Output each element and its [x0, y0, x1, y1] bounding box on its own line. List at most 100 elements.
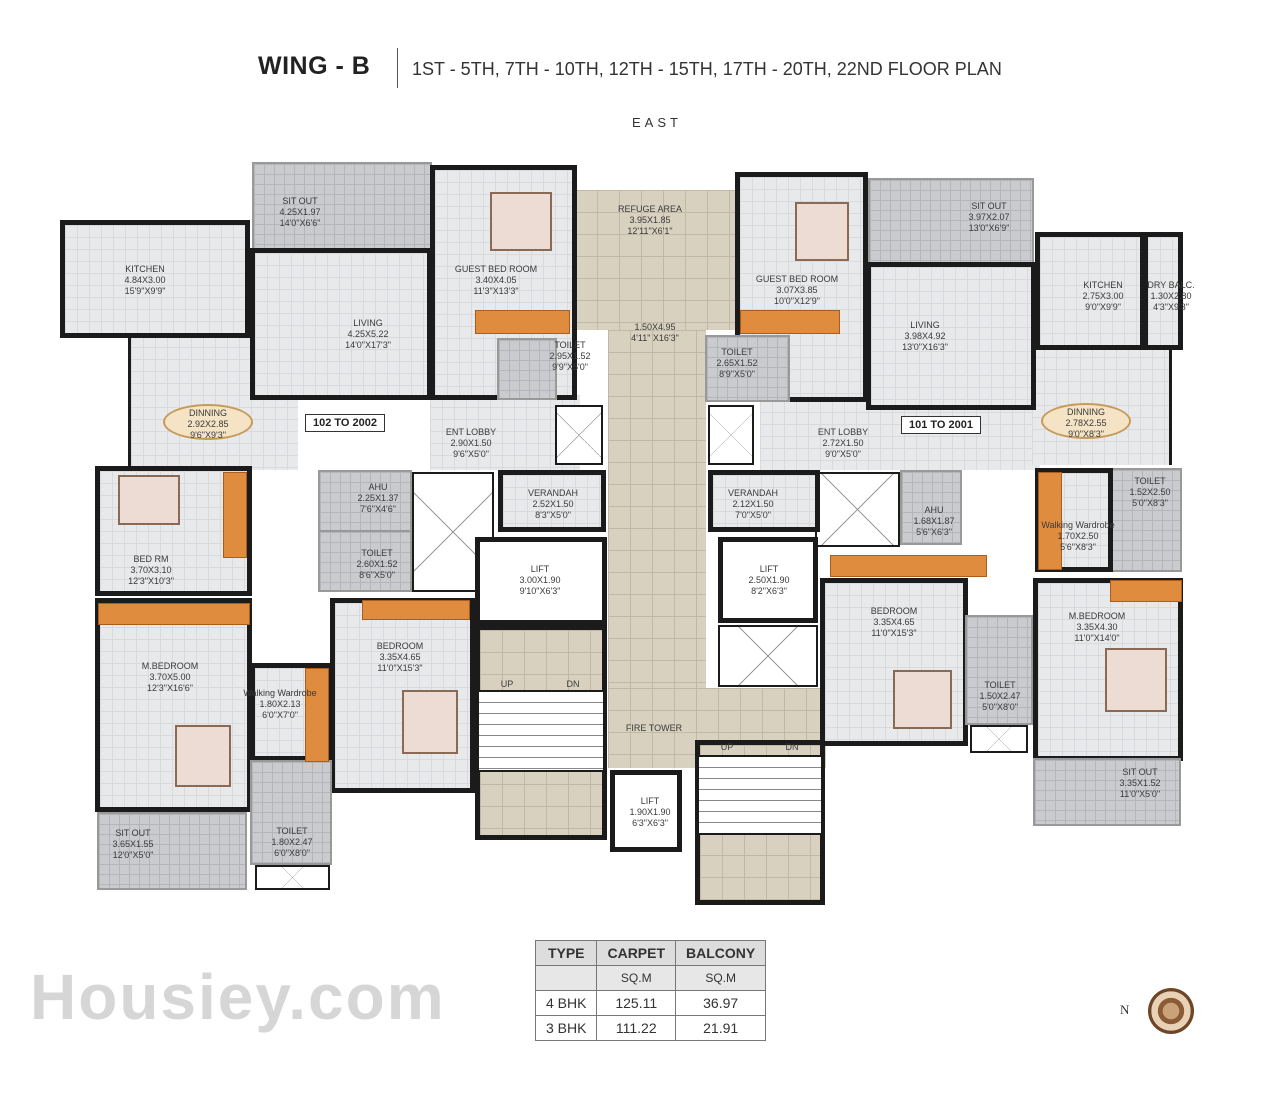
room-name: SIT OUT: [971, 201, 1007, 211]
title-divider: [397, 48, 398, 88]
refuge-area-floor: [575, 190, 735, 330]
room-size-imperial: 11'0"X15'3": [871, 628, 917, 638]
room-name: Walking Wardrobe: [1041, 520, 1115, 530]
room-size-metric: 3.40X4.05: [475, 275, 517, 285]
room-size-metric: 1.70X2.50: [1057, 531, 1099, 541]
room-name: SIT OUT: [282, 196, 318, 206]
room-size-metric: 2.25X1.37: [357, 493, 399, 503]
room-size-metric: 4.84X3.00: [124, 275, 166, 285]
room-size-metric: 3.95X1.85: [629, 215, 671, 225]
room-size-metric: 4.25X1.97: [279, 207, 321, 217]
room-name: KITCHEN: [1083, 280, 1123, 290]
room-size-imperial: 7'6"X4'6": [360, 504, 396, 514]
room-size-metric: 1.52X2.50: [1129, 487, 1171, 497]
room-dry-balc: [1143, 232, 1183, 350]
direction-label: EAST: [632, 115, 682, 130]
room-name: Walking Wardrobe: [243, 688, 317, 698]
duct-shaft: [970, 725, 1028, 753]
room-name: VERANDAH: [727, 488, 779, 498]
room-size-metric: 2.12X1.50: [732, 499, 774, 509]
bed-icon: [893, 670, 952, 729]
room-size-metric: 3.35X4.30: [1076, 622, 1118, 632]
unit-number-tag-left: 102 TO 2002: [305, 414, 386, 432]
unit-balcony: SQ.M: [675, 965, 767, 991]
duct-shaft: [555, 405, 603, 465]
room-name: ENT LOBBY: [817, 427, 869, 437]
room-size-imperial: 8'2"X6'3": [751, 586, 787, 596]
right-stair-steps: [697, 755, 823, 835]
room-size-metric: 3.70X5.00: [149, 672, 191, 682]
room-size-imperial: 12'3"X16'6": [147, 683, 193, 693]
room-name: TOILET: [984, 680, 1016, 690]
room-size-metric: 2.75X3.00: [1082, 291, 1124, 301]
room-size-imperial: 11'3"X13'3": [473, 286, 519, 296]
room-name: BEDROOM: [376, 641, 424, 651]
room-verandah: [498, 470, 606, 532]
room-sit-out: [97, 812, 247, 890]
unit-number-tag-right: 101 TO 2001: [901, 416, 982, 434]
cell-carpet: 125.11: [596, 990, 677, 1016]
cell-balcony: 21.91: [675, 1015, 767, 1041]
room-size-imperial: 8'3"X5'0": [535, 510, 571, 520]
floor-range-subtitle: 1ST - 5TH, 7TH - 10TH, 12TH - 15TH, 17TH…: [412, 59, 1002, 79]
room-toilet: [705, 335, 790, 402]
room-name: M.BEDROOM: [141, 661, 199, 671]
room-name: GUEST BED ROOM: [454, 264, 538, 274]
room-toilet: [965, 615, 1033, 725]
room-sit-out: [1033, 758, 1181, 826]
room-size-metric: 2.95X1.52: [549, 351, 591, 361]
room-ahu: [900, 470, 962, 545]
room-name: ENT LOBBY: [445, 427, 497, 437]
room-size-metric: 2.78X2.55: [1065, 418, 1107, 428]
compass-rose-icon: [1148, 988, 1194, 1034]
bed-icon: [118, 475, 180, 525]
room-size-imperial: 11'0"X14'0": [1074, 633, 1120, 643]
room-name: VERANDAH: [527, 488, 579, 498]
room-size-metric: 1.50X2.47: [979, 691, 1021, 701]
room-size-metric: 1.80X2.13: [259, 699, 301, 709]
room-name: TOILET: [1134, 476, 1166, 486]
table-row: 4 BHK 125.11 36.97: [534, 990, 767, 1016]
room-toilet: [250, 760, 332, 865]
room-size-metric: 3.70X3.10: [130, 565, 172, 575]
room-size-imperial: 6'0"X7'0": [262, 710, 298, 720]
dining-table-icon: [163, 404, 253, 440]
room-size-imperial: 9'10"X6'3": [519, 586, 561, 596]
wardrobe-icon: [740, 310, 840, 334]
bed-icon: [402, 690, 458, 754]
duct-shaft: [815, 472, 900, 547]
room-name: TOILET: [276, 826, 308, 836]
room-size-metric: 2.52X1.50: [532, 499, 574, 509]
room-size-imperial: 14'0"X17'3": [345, 340, 391, 350]
room-size-metric: 2.92X2.85: [187, 419, 229, 429]
header-balcony: BALCONY: [675, 940, 767, 966]
room-size-imperial: 9'0"X8'3": [1068, 429, 1104, 439]
stair-down-label: DN: [566, 679, 580, 689]
room-size-metric: 3.07X3.85: [776, 285, 818, 295]
room-size-imperial: 4'3"X9'3": [1153, 302, 1189, 312]
room-name: DINNING: [188, 408, 227, 418]
room-name: FIRE TOWER: [625, 723, 683, 733]
room-size-metric: 3.35X4.65: [379, 652, 421, 662]
room-verandah: [708, 470, 820, 532]
room-toilet: [497, 338, 557, 400]
area-table-header: TYPE CARPET BALCONY: [534, 940, 767, 966]
room-name: TOILET: [554, 340, 586, 350]
room-size-metric: 2.72X1.50: [822, 438, 864, 448]
central-corridor: [608, 330, 706, 690]
